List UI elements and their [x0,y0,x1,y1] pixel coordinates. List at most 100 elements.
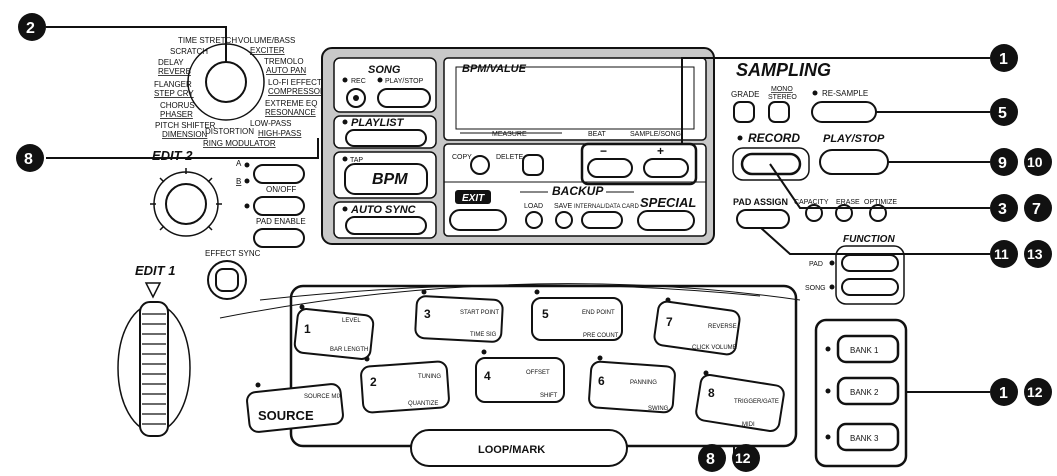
sampling-play-stop-button[interactable] [819,149,889,175]
function-song-button[interactable] [841,278,899,296]
callout-8-bottom-badge [698,444,726,472]
value-plus-button[interactable] [643,158,689,178]
capacity-label: CAPACITY [794,199,829,206]
label-tremolo: TREMOLO [264,57,304,66]
loop-mark-label: LOOP/MARK [478,444,545,456]
edit2-knob[interactable] [165,183,207,225]
callout-12-right: 12 [1027,384,1043,400]
mono-stereo-button[interactable] [768,101,790,123]
effect-sync-button[interactable] [215,268,239,292]
pad-1[interactable] [293,308,375,360]
pad-5[interactable] [531,297,623,341]
edit1-group: EDIT 1 [117,263,191,437]
pad-assign-label: PAD ASSIGN [733,197,788,207]
callout-3-badge [990,194,1018,222]
copy-button[interactable] [470,155,490,175]
internal-card-button[interactable] [581,211,623,229]
label-high-pass: HIGH-PASS [258,129,301,138]
callout-12-bottom: 12 [735,450,751,466]
edit2-b-led [244,178,250,184]
label-reverb: REVERB [158,67,191,76]
edit2-label: EDIT 2 [152,148,193,163]
pad-assign-button[interactable] [736,209,790,229]
save-label: SAVE [554,203,572,210]
bank3-label: BANK 3 [850,434,879,443]
value-buttons-highlight [580,142,698,186]
load-button[interactable] [525,211,543,229]
special-label: SPECIAL [640,195,696,210]
pad-8[interactable] [695,374,785,433]
edit2-ab-button[interactable] [253,164,305,184]
function-song-led [829,284,835,290]
mono-label: MONO [771,86,793,93]
edit2-onoff-label: ON/OFF [266,185,296,194]
source-button[interactable] [246,383,344,433]
playlist-label: PLAYLIST [351,117,405,129]
callout-12-bottom-badge [732,444,760,472]
load-label: LOAD [524,203,543,210]
exit-button[interactable] [449,209,507,231]
bpm-button[interactable] [344,163,428,195]
label-delay: DELAY [158,58,184,67]
grade-label: GRADE [731,90,759,99]
label-step-cry: STEP CRY [154,89,194,98]
pad-2[interactable] [360,360,450,414]
pad-6[interactable] [588,360,676,414]
callout-8-bottom: 8 [706,451,715,468]
label-compressor: COMPRESSOR [268,87,326,96]
delete-button[interactable] [522,154,544,176]
bank1-led [825,346,831,352]
pad1-led [299,304,305,310]
pad4-led [481,349,487,355]
pad-7[interactable] [653,300,741,356]
effect-sync-label: EFFECT SYNC [205,249,261,258]
save-button[interactable] [555,211,573,229]
edit1-wheel[interactable] [139,301,169,437]
internal-card-label: INTERNAL/DATA CARD [574,204,639,210]
pad3-bottom: TIME SIG [470,332,497,338]
callout-3: 3 [998,201,1007,218]
loop-mark-button[interactable] [410,429,628,467]
value-plus-label: + [657,144,664,158]
bank-2-button[interactable] [836,376,900,406]
pad5-led [534,289,540,295]
playlist-button[interactable] [345,129,427,147]
auto-sync-button[interactable] [345,216,427,235]
erase-label: ERASE [836,199,860,206]
function-pad-button[interactable] [841,254,899,272]
resample-button[interactable] [811,101,877,123]
callout-11: 11 [994,246,1009,262]
label-ring-modulator: RING MODULATOR [203,139,276,148]
pad-enable-label: PAD ENABLE [256,217,306,226]
pad4-num: 4 [484,369,491,383]
edit2-onoff-button[interactable] [253,196,305,216]
callout-7-badge [1024,194,1052,222]
callout-8-left: 8 [24,151,33,168]
callout-1-right-badge [990,378,1018,406]
value-minus-button[interactable] [587,158,633,178]
pad6-num: 6 [598,374,605,388]
effects-dial-knob[interactable] [205,61,247,103]
callout-5: 5 [998,105,1007,122]
rec-led [342,77,348,83]
function-pad-led [829,260,835,266]
label-flanger: FLANGER [154,80,192,89]
grade-button[interactable] [733,101,755,123]
pad-enable-button[interactable] [253,228,305,248]
pad5-bottom: PRE COUNT [583,333,619,339]
record-led [737,135,743,141]
pad-3[interactable] [414,295,504,343]
function-song-label: SONG [805,285,826,292]
callout-9: 9 [998,155,1007,172]
pad-4[interactable] [475,357,565,403]
callout-2: 2 [26,20,35,37]
special-button[interactable] [637,210,695,231]
display-sample-song-label: SAMPLE/SONG [630,131,681,138]
auto-sync-led [342,206,348,212]
bank-3-button[interactable] [836,422,900,452]
song-play-stop-button[interactable] [377,88,431,108]
function-pad-label: PAD [809,261,823,268]
bank-1-button[interactable] [836,334,900,364]
source-led [255,382,261,388]
label-extreme-eq: EXTREME EQ [265,99,317,108]
